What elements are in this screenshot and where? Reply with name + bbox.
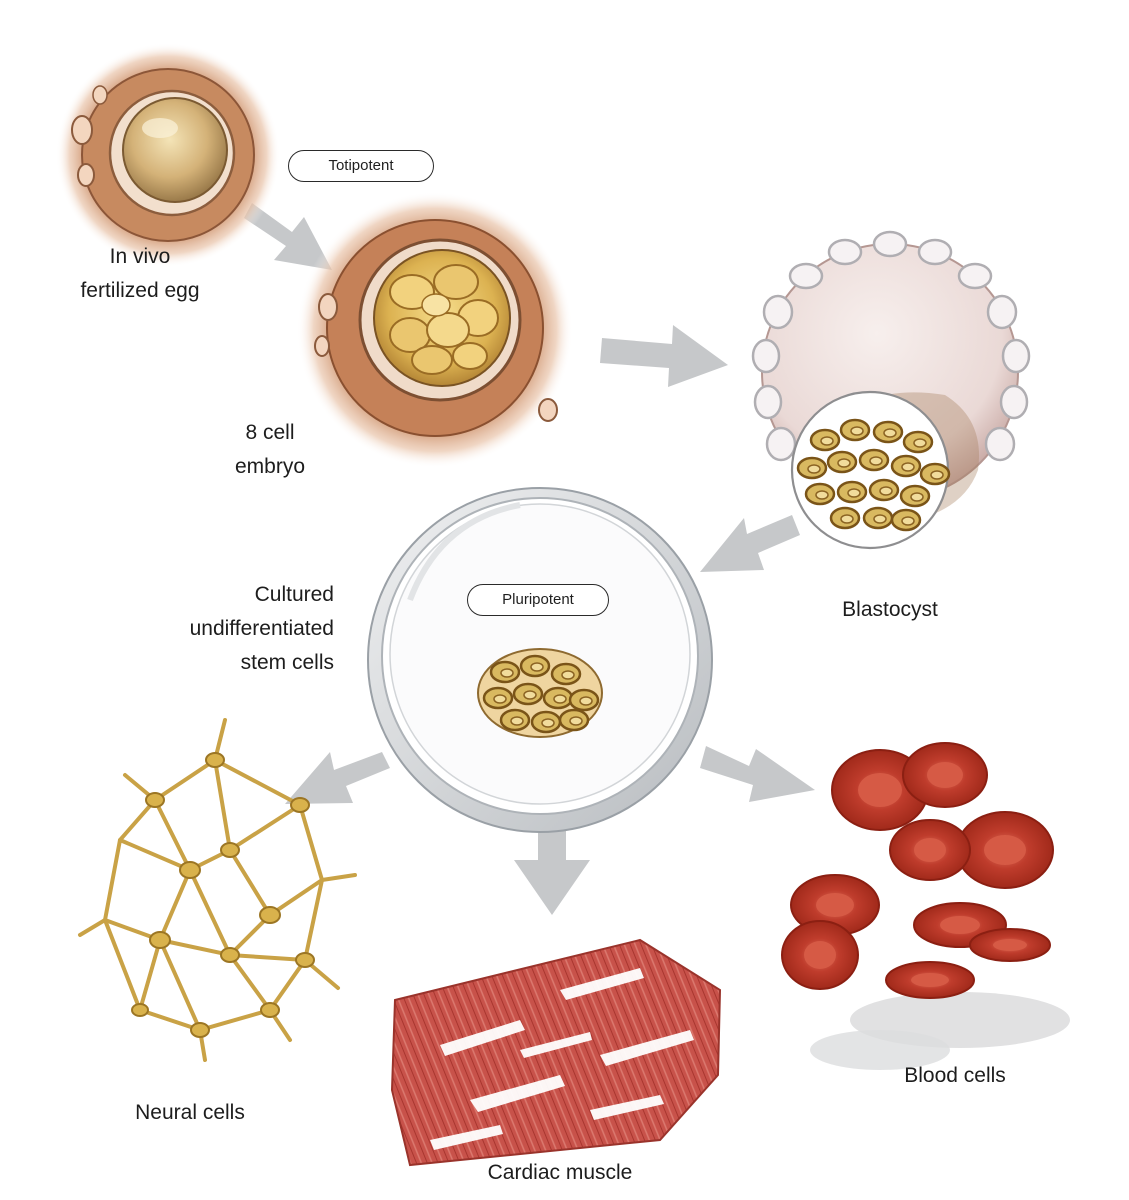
cultured-stem-cells-label-line2: undifferentiated [189, 617, 334, 640]
eight-cell-embryo-label-line1: 8 cell [245, 421, 295, 444]
eight-cell-embryo-illustration [297, 192, 573, 468]
arrows [244, 203, 815, 915]
arrow-dish-to-cardiac [514, 825, 590, 915]
arrow-egg-to-embryo [244, 203, 332, 270]
totipotent-badge: Totipotent [288, 150, 434, 182]
arrow-dish-to-blood [700, 746, 815, 802]
fertilized-egg-label: In vivo fertilized egg [40, 240, 240, 308]
stem-cell-colony [477, 648, 603, 738]
eight-cell-embryo-label-line2: embryo [234, 455, 306, 478]
fertilized-egg-label-line2: fertilized egg [80, 279, 200, 302]
blood-cells-illustration [781, 742, 1070, 1070]
cultured-stem-cells-label: Cultured undifferentiated stem cells [110, 578, 334, 680]
blastocyst-label: Blastocyst [842, 598, 938, 621]
pluripotent-badge: Pluripotent [467, 584, 609, 616]
neural-cells-label: Neural cells [135, 1101, 245, 1124]
cultured-stem-cells-label-line1: Cultured [254, 583, 334, 606]
blood-cells-label: Blood cells [904, 1064, 1006, 1087]
cardiac-muscle-illustration [390, 938, 722, 1167]
fertilized-egg-label-line1: In vivo [109, 245, 171, 268]
eight-cell-embryo-label: 8 cell embryo [195, 416, 345, 484]
arrow-embryo-to-blastocyst [600, 325, 728, 387]
fertilized-egg-illustration [56, 43, 280, 267]
neural-cells-illustration [78, 718, 357, 1062]
arrow-dish-to-neural [285, 752, 390, 804]
cardiac-muscle-label: Cardiac muscle [487, 1161, 633, 1184]
blastocyst-illustration [751, 230, 1031, 550]
arrow-blastocyst-to-dish [700, 515, 800, 572]
cultured-stem-cells-label-line3: stem cells [240, 651, 334, 674]
petri-dish-illustration [367, 487, 713, 833]
